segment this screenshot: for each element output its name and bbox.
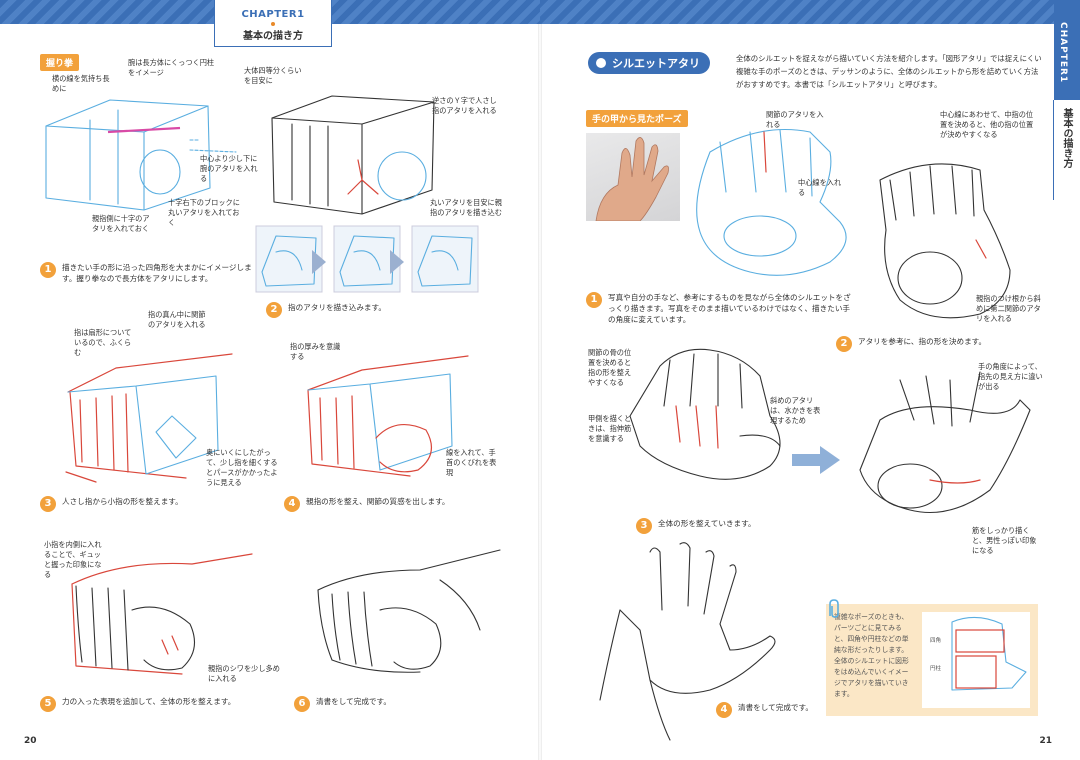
step-number: 1: [586, 292, 602, 308]
step-text: 清書をして完成です。: [738, 703, 813, 712]
note-extensor: 甲側を描くときは、指伸筋を意識する: [588, 414, 632, 443]
step-number: 5: [40, 696, 56, 712]
note-arm-cylinder: 腕は長方体にくっつく円柱をイメージ: [128, 58, 215, 77]
note-joint-guide: 関節のアタリを入れる: [766, 110, 824, 129]
page-number: 21: [1039, 736, 1052, 746]
step-text: 力の入った表現を追加して、全体の形を整えます。: [62, 697, 236, 706]
note-middle-finger: 中心線にあわせて、中指の位置を決めると、他の指の位置が決めやすくなる: [940, 110, 1034, 139]
chapter-subtitle: 基本の描き方: [1061, 108, 1072, 168]
step-4: 4 清書をして完成です。: [716, 702, 856, 718]
step-text: 全体の形を整えていきます。: [658, 519, 756, 528]
note-perspective: 奥にいくにしたがって、少し指を細くするとパースがかかったように見える: [206, 448, 278, 487]
step-1: 1 写真や自分の手など、参考にするものを見ながら全体のシルエットをざっくり描きま…: [586, 292, 854, 325]
sketch-step2-sequence: [255, 225, 479, 293]
book-gutter: [538, 0, 542, 760]
step-3: 3 全体の形を整えていきます。: [636, 518, 836, 534]
note-center-line: 中心線を入れる: [798, 178, 842, 197]
step-number: 2: [266, 302, 282, 318]
step-text: アタリを参考に、指の形を決めます。: [858, 337, 987, 346]
note-knuckle-bones: 関節の骨の位置を決めると指の形を整えやすくなる: [588, 348, 632, 387]
bullet-circle-icon: [596, 58, 606, 68]
sketch-step3-fingers: [65, 353, 233, 483]
note-finger-thickness: 指の厚みを意識する: [290, 342, 341, 361]
note-arm-guide: 中心より少し下に腕のアタリを入れる: [200, 154, 258, 183]
memo-text: 複雑なポーズのときも、パーツごとに見てみると、四角や円柱などの単純な形だったりし…: [834, 613, 909, 698]
note-webbing: 斜めのアタリは、水かきを表現するため: [770, 396, 821, 425]
sketch-silhouette: [696, 128, 847, 276]
step-2: 2 アタリを参考に、指の形を決めます。: [836, 336, 1036, 352]
chapter-subtitle: 基本の描き方: [243, 31, 303, 42]
sketch-step6-final: [317, 549, 501, 673]
note-circle-guide: 十字右下のブロックに丸いアタリを入れておく: [168, 198, 240, 227]
memo-diagram-graphic: [951, 616, 1027, 691]
note-thumb-guide: 丸いアタリを目安に親指のアタリを描き込む: [430, 198, 502, 217]
note-hand-angle: 手の角度によって、指先の見え方に違いが出る: [978, 362, 1043, 391]
chapter-dot: [271, 22, 275, 26]
note-pinky-inward: 小指を内側に入れることで、ギュッと握った印象になる: [44, 540, 102, 579]
section-heading: シルエットアタリ: [588, 52, 710, 74]
memo-diagram: 四角 円柱: [922, 612, 1030, 708]
step-number: 1: [40, 262, 56, 278]
note-quarter-guide: 大体四等分くらいを目安に: [244, 66, 302, 85]
note-tendons: 筋をしっかり描くと、男性っぽい印象になる: [972, 526, 1037, 555]
step-text: 指のアタリを描き込みます。: [288, 303, 386, 312]
note-wrist-line: 線を入れて、手首のくびれを表現: [446, 448, 497, 477]
chapter-label: CHAPTER1: [1058, 22, 1068, 84]
arrow-right-icon: [792, 446, 840, 474]
sketch-step4-final: [599, 542, 776, 741]
paperclip-icon: [829, 599, 839, 618]
note-joint-guide: 指の真ん中に関節のアタリを入れる: [148, 310, 206, 329]
memo-label-cylinder: 円柱: [930, 666, 942, 672]
sketch-step4-thumb: [307, 355, 469, 477]
step-6: 6 清書をして完成です。: [294, 696, 494, 712]
section-label: 手の甲から見たポーズ: [586, 110, 688, 127]
heading-text: シルエットアタリ: [612, 57, 700, 70]
note-horizontal-lines: 横の線を気持ち長めに: [52, 74, 110, 93]
step-number: 3: [636, 518, 652, 534]
memo-box: 複雑なポーズのときも、パーツごとに見てみると、四角や円柱などの単純な形だったりし…: [826, 604, 1038, 716]
step-1: 1 描きたい手の形に沿った四角形を大まかにイメージします。握り拳なので長方体をア…: [40, 262, 254, 284]
sketch-step3b-hand: [859, 371, 1031, 513]
note-cross-guide: 親指側に十字のアタリを入れておく: [92, 214, 150, 233]
step-number: 2: [836, 336, 852, 352]
step-text: 清書をして完成です。: [316, 697, 391, 706]
step-text: 描きたい手の形に沿った四角形を大まかにイメージします。握り拳なので長方体をアタリ…: [62, 263, 252, 283]
sketch-step2-shape: [879, 163, 1011, 319]
step-number: 4: [716, 702, 732, 718]
step-number: 3: [40, 496, 56, 512]
sketch-step3-hand: [629, 348, 781, 480]
step-number: 4: [284, 496, 300, 512]
note-fan-shape: 指は扇形についているので、ふくらむ: [74, 328, 132, 357]
chapter-label: CHAPTER1: [241, 9, 305, 20]
section-label: 握り拳: [40, 54, 80, 71]
step-number: 6: [294, 696, 310, 712]
left-page: CHAPTER1 基本の描き方 握り拳 腕は長方体にくっつく円柱をイメージ 横の…: [0, 0, 540, 746]
hand-photo-graphic: [595, 137, 669, 221]
note-y-shape: 逆さのＹ字で人さし指のアタリを入れる: [432, 96, 497, 115]
note-second-joint: 親指のつけ根から斜めに第二関節のアタリを入れる: [976, 294, 1041, 323]
sketch-step1-box: [45, 99, 237, 211]
header-stripe: [540, 0, 1054, 24]
reference-hand-photo: [586, 133, 680, 221]
step-text: 写真や自分の手など、参考にするものを見ながら全体のシルエットをざっくり描きます。…: [608, 293, 851, 324]
step-text: 親指の形を整え、関節の質感を出します。: [306, 497, 450, 506]
step-4: 4 親指の形を整え、関節の質感を出します。: [284, 496, 504, 512]
right-page: CHAPTER1 基本の描き方 シルエットアタリ 全体のシルエットを捉えながら描…: [540, 0, 1080, 760]
chapter-side-subtab: 基本の描き方: [1053, 100, 1080, 200]
note-thumb-wrinkles: 親指のシワを少し多めに入れる: [208, 664, 280, 683]
chapter-tab: CHAPTER1 基本の描き方: [214, 0, 332, 47]
step-text: 人さし指から小指の形を整えます。: [62, 497, 183, 506]
step-3: 3 人さし指から小指の形を整えます。: [40, 496, 260, 512]
sketch-step2-fingers: [271, 95, 435, 215]
sketch-step5-fist: [71, 553, 253, 675]
memo-label-square: 四角: [930, 638, 942, 644]
step-2: 2 指のアタリを描き込みます。: [266, 302, 486, 318]
step-5: 5 力の入った表現を追加して、全体の形を整えます。: [40, 696, 280, 712]
page-number: 20: [24, 736, 37, 746]
intro-text: 全体のシルエットを捉えながら描いていく方法を紹介します。「図形アタリ」では捉えに…: [736, 54, 1042, 89]
